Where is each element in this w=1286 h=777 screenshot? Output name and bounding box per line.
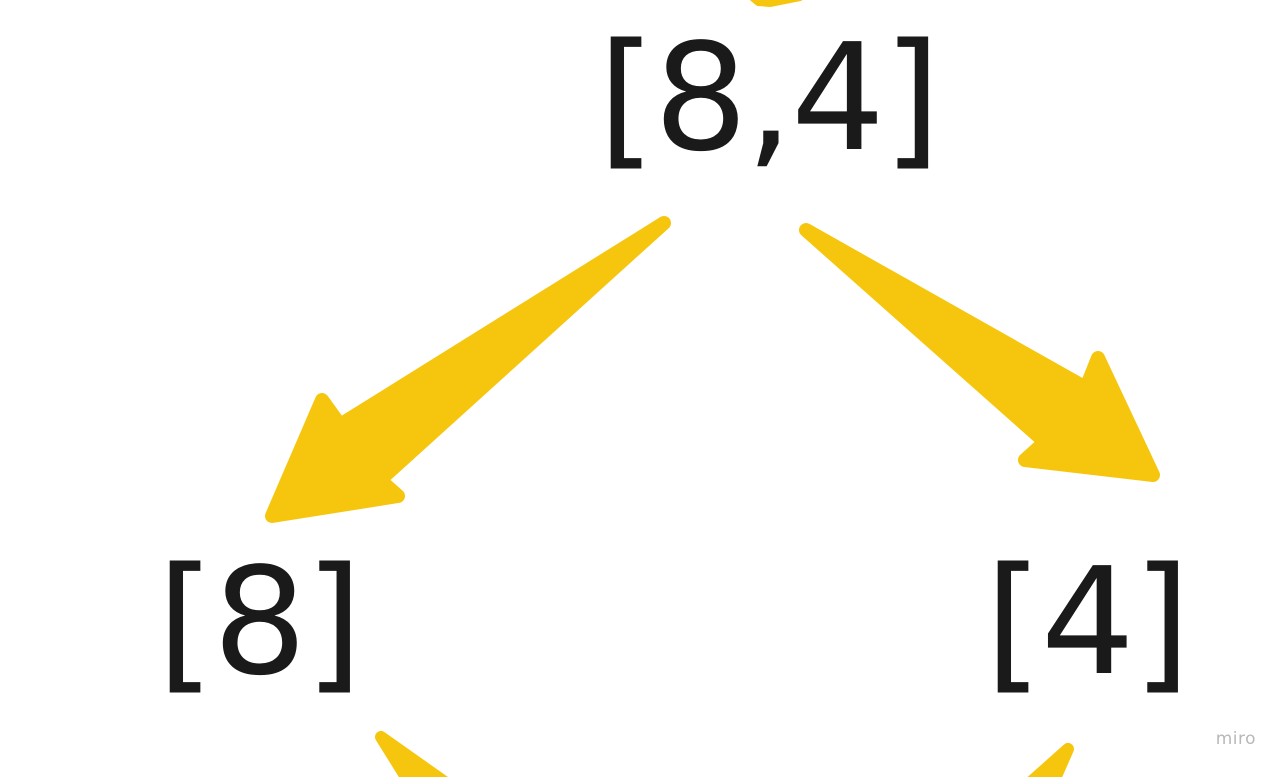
node-label-left: [8]: [157, 536, 363, 708]
node-label-root: [8,4]: [598, 12, 941, 184]
incoming-arrow-top: [749, 0, 803, 7]
arrow-root-to-left: [265, 216, 671, 523]
node-label-right: [4]: [985, 536, 1191, 708]
arrow-root-to-right: [799, 223, 1160, 482]
outgoing-arrow-right-bottom: [1027, 743, 1074, 777]
outgoing-arrow-left-bottom: [375, 731, 449, 777]
miro-watermark: miro: [1215, 729, 1256, 749]
